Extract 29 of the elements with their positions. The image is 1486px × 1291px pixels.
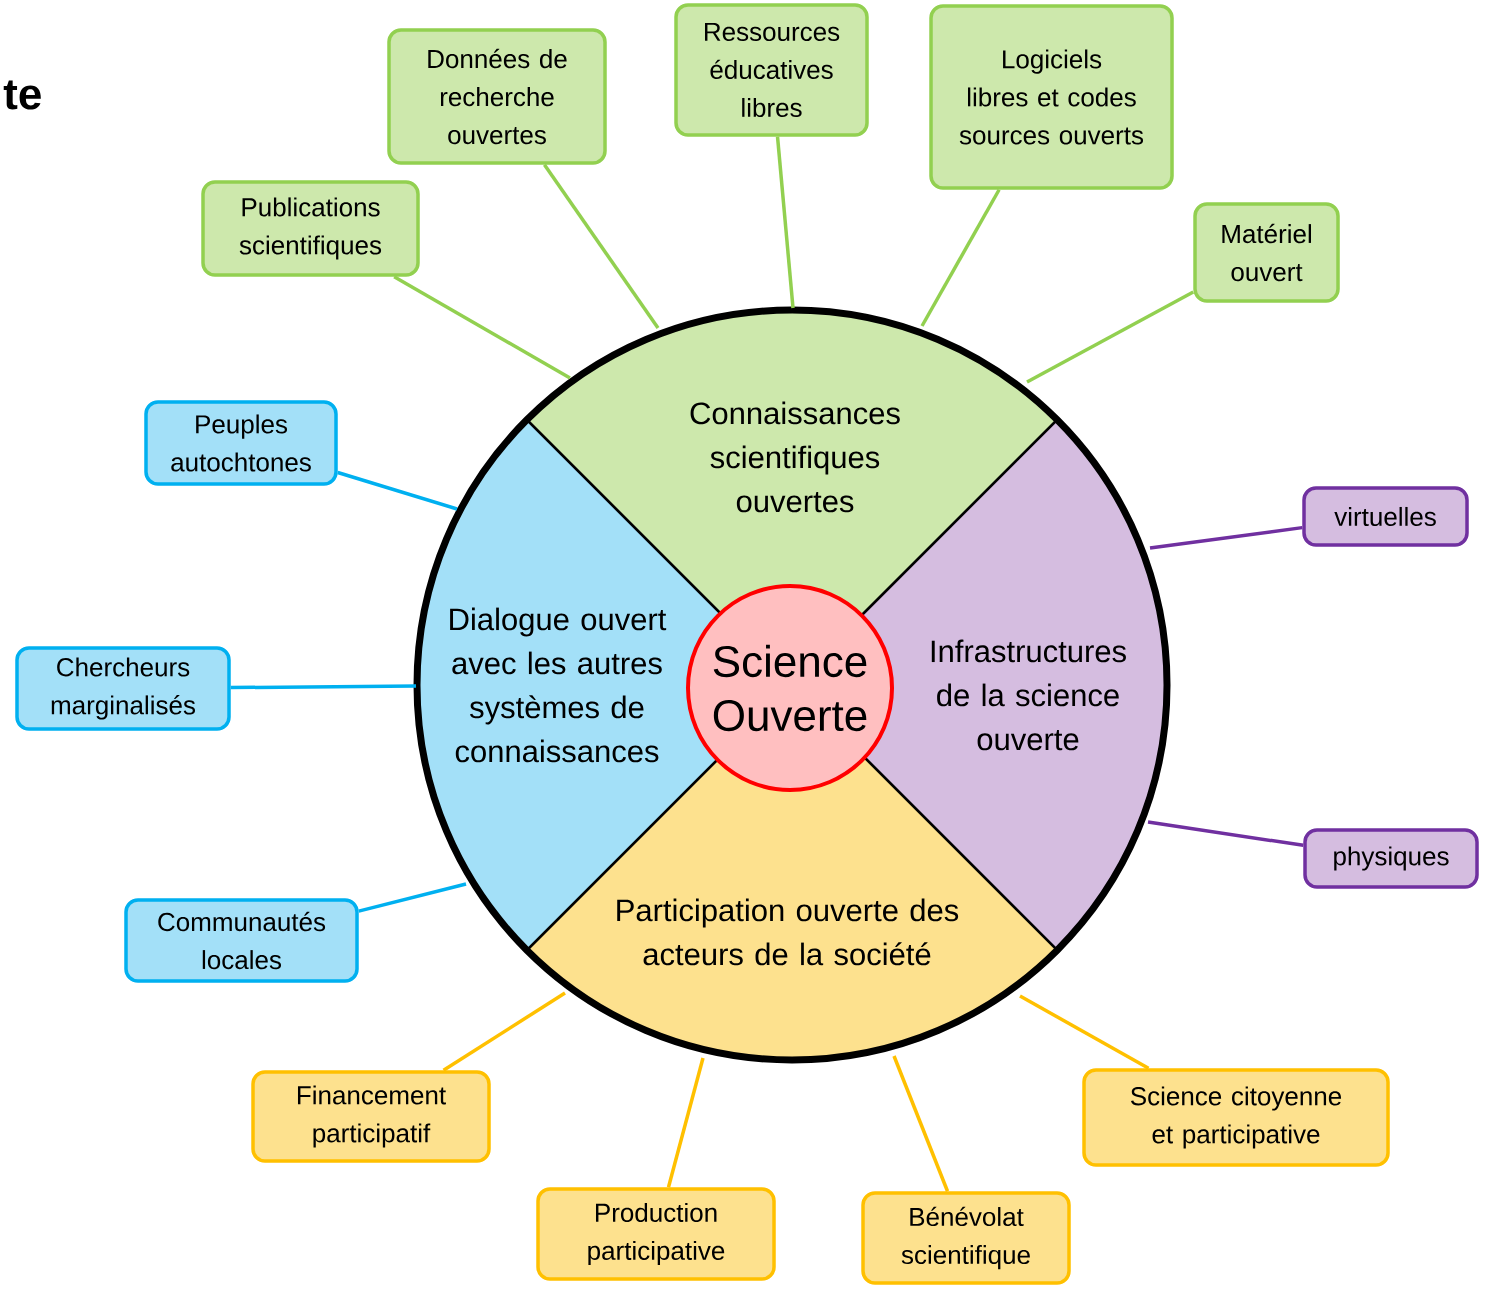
connector-line — [1026, 290, 1195, 384]
connector-line — [230, 684, 416, 690]
topic-box: Peuples autochtones — [144, 400, 338, 486]
connector-line — [543, 163, 660, 329]
connector-line — [1019, 994, 1150, 1070]
topic-box: Matériel ouvert — [1193, 202, 1340, 303]
connector-line — [1149, 525, 1303, 550]
topic-box: Communautés locales — [124, 898, 359, 983]
topic-box: Données de recherche ouvertes — [387, 28, 607, 165]
topic-box: Chercheurs marginalisés — [15, 646, 231, 731]
connector-line — [1147, 820, 1304, 848]
topic-box: Logiciels libres et codes sources ouverts — [929, 4, 1174, 190]
topic-box: Financement participatif — [251, 1070, 491, 1163]
topic-box: Production participative — [536, 1187, 776, 1281]
connector-line — [775, 136, 795, 309]
connector-line — [358, 882, 467, 913]
connector-line — [666, 1057, 705, 1188]
topic-box: Science citoyenne et participative — [1082, 1068, 1390, 1167]
connector-line — [442, 991, 566, 1072]
connector-line — [393, 275, 571, 380]
title: te — [3, 80, 41, 110]
topic-box: virtuelles — [1302, 486, 1469, 547]
connector-line — [337, 470, 458, 511]
topic-box: Ressources éducatives libres — [674, 3, 869, 137]
topic-box: physiques — [1303, 828, 1479, 889]
topic-box: Bénévolat scientifique — [861, 1191, 1071, 1285]
topic-box: Publications scientifiques — [201, 180, 420, 277]
connector-line — [920, 188, 1001, 327]
connector-line — [892, 1055, 950, 1192]
